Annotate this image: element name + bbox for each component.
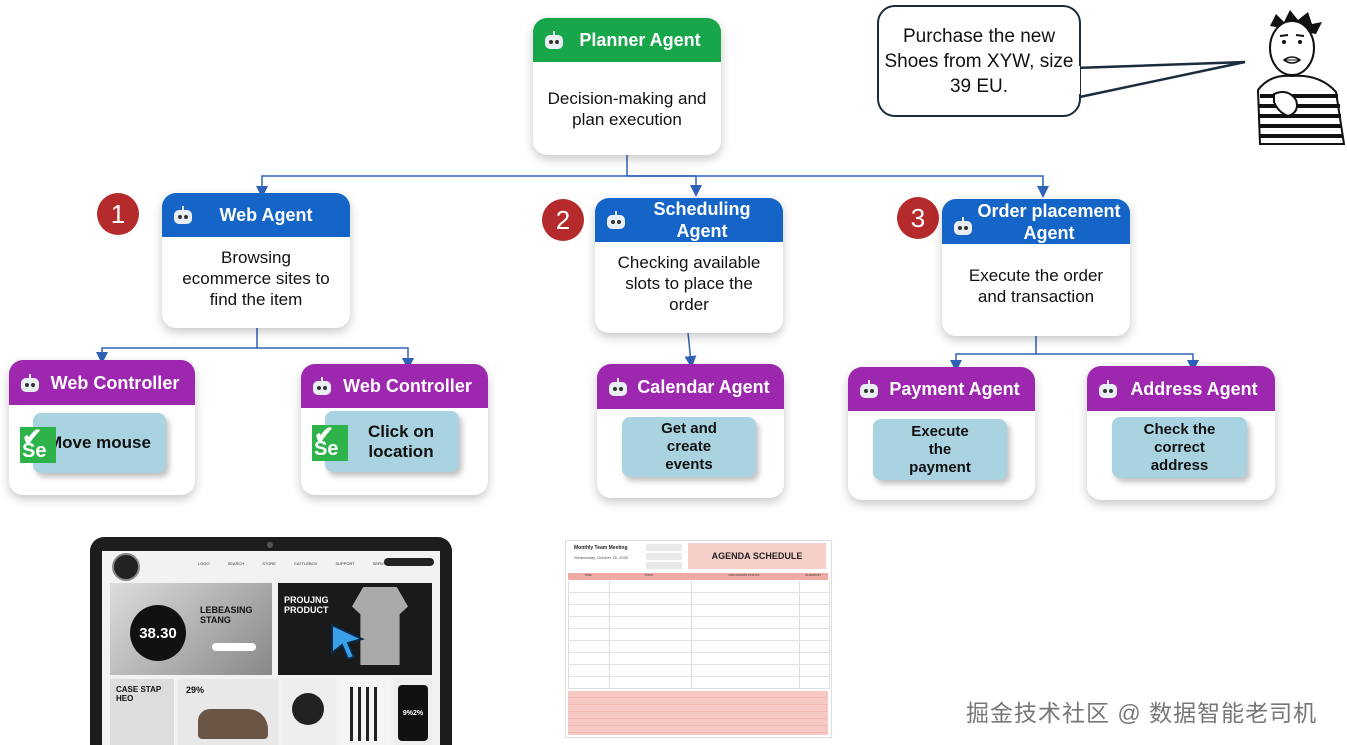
- get-create-events-action: Get and create events: [622, 417, 756, 477]
- pens-image: [350, 687, 380, 741]
- person-illustration: [1256, 10, 1345, 145]
- robot-icon: [313, 377, 331, 395]
- planner-agent-title: Planner Agent: [579, 30, 701, 50]
- scheduling-agent-header: Scheduling Agent: [595, 198, 783, 242]
- agenda-title: AGENDA SCHEDULE: [688, 543, 826, 569]
- scheduling-agent-body: Checking available slots to place the or…: [617, 253, 761, 314]
- web-agent-card: Web Agent Browsing ecommerce sites to fi…: [162, 193, 350, 328]
- bubble-patch: [1074, 66, 1080, 94]
- nav-item[interactable]: SUPPORT: [335, 561, 355, 566]
- step-badge-1: 1: [97, 193, 139, 235]
- address-agent-header: Address Agent: [1087, 366, 1275, 411]
- nav-item[interactable]: CATTLEBOX: [293, 561, 318, 566]
- calendar-agent-header: Calendar Agent: [597, 364, 784, 409]
- product-shoes: 29%: [178, 679, 278, 745]
- payment-agent-title: Payment Agent: [889, 379, 1020, 399]
- agenda-rows: [568, 581, 830, 689]
- product-bottle: CASE STAP HEO: [110, 679, 174, 745]
- promo-text: PROUJNG PRODUCT: [284, 595, 329, 615]
- nav-item[interactable]: LOGO: [198, 561, 210, 566]
- robot-icon: [21, 373, 39, 392]
- product-bottle-label: CASE STAP HEO: [116, 685, 162, 703]
- robot-icon: [545, 31, 563, 49]
- address-agent-title: Address Agent: [1130, 378, 1258, 399]
- nav-item[interactable]: SEARCH: [227, 561, 245, 566]
- order-agent-body: Execute the order and transaction: [968, 266, 1104, 306]
- payment-agent-header: Payment Agent: [848, 367, 1035, 411]
- scheduling-agent-title: Scheduling Agent: [653, 199, 751, 241]
- product-phone: 9%2%: [394, 679, 432, 745]
- agenda-col-duration: DURATION: [805, 573, 821, 577]
- step-badge-3: 3: [897, 197, 939, 239]
- agenda-col-time: TIME: [584, 573, 592, 577]
- speech-bubble: Purchase the new Shoes from XYW, size 39…: [877, 5, 1081, 117]
- watermark: 掘金技术社区 @ 数据智能老司机: [966, 700, 1318, 726]
- web-controller-1-header: Web Controller: [9, 360, 195, 405]
- nav-item[interactable]: STORE: [262, 561, 276, 566]
- agenda-notes: [568, 691, 828, 735]
- nav-item[interactable]: SERVICES: [372, 561, 393, 566]
- hero-banner: 38.30 LEBEASING STANG: [110, 583, 272, 675]
- cursor-icon: [331, 623, 365, 659]
- robot-icon: [607, 211, 625, 229]
- check-address-action: Check the correct address: [1112, 417, 1247, 478]
- product-watch: [282, 679, 336, 745]
- web-agent-title: Web Agent: [219, 205, 313, 225]
- execute-payment-action: Execute the payment: [873, 419, 1007, 480]
- robot-icon: [609, 377, 627, 396]
- agenda-document: Monthly Team Meeting Wednesday, October …: [565, 540, 832, 738]
- laptop-mockup: LOGO SEARCH STORE CATTLEBOX SUPPORT SERV…: [90, 537, 452, 745]
- robot-icon: [954, 217, 972, 235]
- planner-agent-body: Decision-making and plan execution: [547, 88, 707, 129]
- webcam-icon: [267, 542, 273, 548]
- shoe-image: [198, 709, 268, 739]
- order-agent-card: Order placement Agent Execute the order …: [942, 199, 1130, 336]
- web-controller-2-title: Web Controller: [343, 376, 472, 396]
- hero-price: 38.30: [130, 605, 186, 661]
- step-badge-2: 2: [542, 199, 584, 241]
- web-controller-2-header: Web Controller: [301, 364, 488, 408]
- planner-agent-header: Planner Agent: [533, 18, 721, 62]
- product-discount: 29%: [186, 685, 205, 695]
- order-agent-header: Order placement Agent: [942, 199, 1130, 244]
- speech-text: Purchase the new Shoes from XYW, size 39…: [884, 25, 1074, 97]
- agenda-heading: Monthly Team Meeting: [574, 545, 628, 551]
- hero-text: LEBEASING STANG: [200, 605, 253, 625]
- tshirt-image: [352, 587, 408, 665]
- agenda-header-row: TIME TOPIC DISCUSSION POINTS DURATION: [568, 573, 828, 580]
- selenium-icon: Se✔: [312, 422, 348, 461]
- web-controller-1-title: Web Controller: [50, 372, 180, 393]
- planner-agent-card: Planner Agent Decision-making and plan e…: [533, 18, 721, 155]
- scheduling-agent-card: Scheduling Agent Checking available slot…: [595, 198, 783, 333]
- watch-image: [292, 693, 324, 725]
- web-agent-body: Browsing ecommerce sites to find the ite…: [182, 248, 330, 309]
- ecommerce-screen: LOGO SEARCH STORE CATTLEBOX SUPPORT SERV…: [102, 551, 440, 745]
- agenda-col-topic: TOPIC: [644, 573, 654, 577]
- web-agent-header: Web Agent: [162, 193, 350, 237]
- robot-icon: [174, 206, 192, 224]
- agenda-meta-box: [646, 544, 682, 570]
- promo-banner: PROUJNG PRODUCT: [278, 583, 432, 675]
- robot-icon: [860, 380, 878, 398]
- product-pens: [340, 679, 390, 745]
- search-bar[interactable]: [384, 558, 434, 566]
- agenda-subheading: Wednesday, October 15, 2025: [574, 555, 628, 560]
- order-agent-title: Order placement Agent: [977, 200, 1121, 243]
- selenium-logo-text: Se: [22, 440, 47, 462]
- hero-button[interactable]: [212, 643, 256, 651]
- selenium-logo-text: Se: [314, 438, 339, 460]
- agenda-col-discussion: DISCUSSION POINTS: [728, 573, 760, 577]
- phone-discount: 9%2%: [398, 685, 428, 741]
- calendar-agent-title: Calendar Agent: [637, 376, 770, 397]
- selenium-icon: Se✔: [20, 424, 56, 463]
- store-logo: [112, 553, 140, 581]
- robot-icon: [1099, 379, 1117, 398]
